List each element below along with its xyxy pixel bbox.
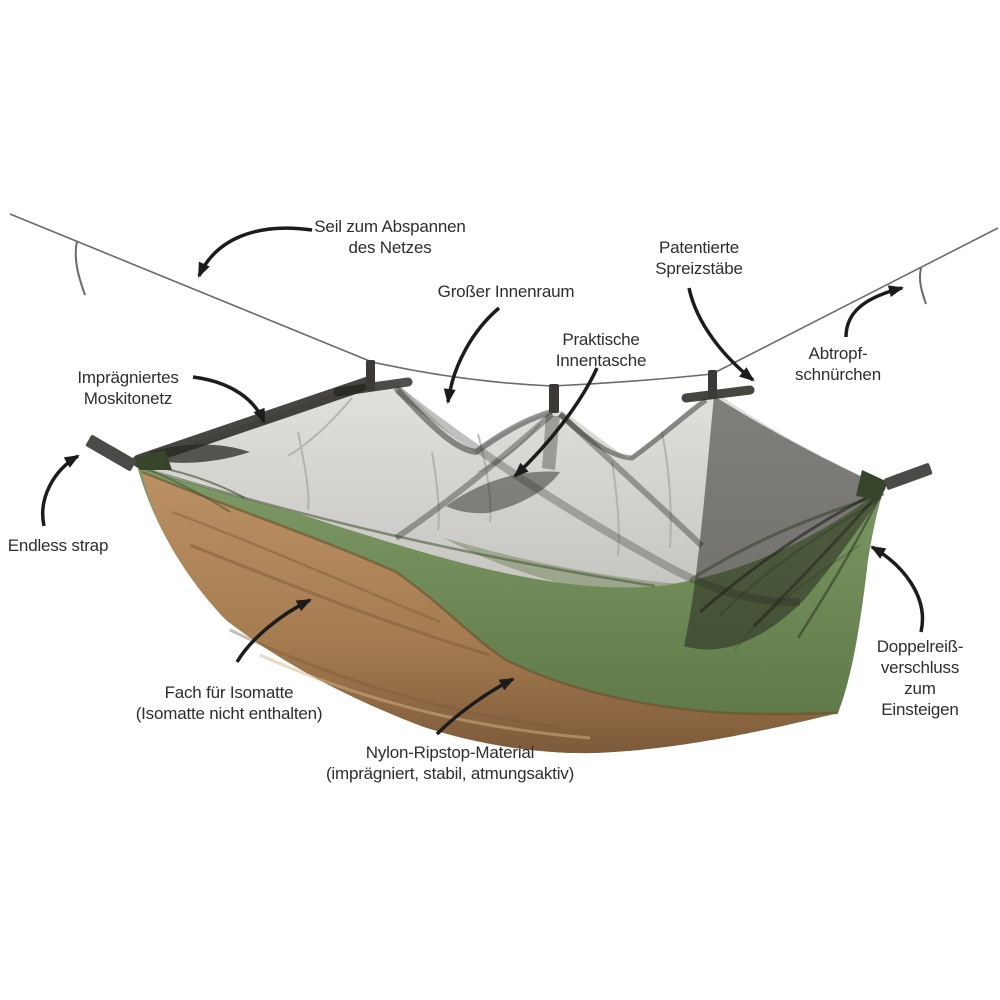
arrow-to-spreader-bar — [687, 287, 755, 382]
pocket-strap — [542, 416, 560, 470]
arrow-to-nylon-material — [435, 677, 515, 736]
arrow-to-rope — [197, 226, 313, 278]
gather-right — [856, 470, 888, 500]
arrow-to-endless-strap — [41, 454, 80, 527]
drip-cord-left — [74, 240, 86, 296]
ridge-rope — [371, 361, 713, 387]
label-praktische-innentasche: Praktische Innentasche — [555, 330, 647, 371]
drip-cord-right — [918, 267, 927, 305]
label-impraegniertes-moskitonetz: Imprägniertes Moskitonetz — [77, 368, 179, 409]
net-seethrough-green — [444, 506, 878, 598]
spreader-bar-left — [366, 360, 375, 391]
label-doppelreissverschluss: Doppelreiß- verschluss zum Einsteigen — [876, 637, 964, 720]
arrow-to-drip-cord — [844, 285, 904, 338]
end-straps — [85, 435, 933, 500]
net-swags — [393, 385, 801, 607]
label-endless-strap: Endless strap — [7, 536, 109, 555]
arrow-to-zipper — [870, 545, 925, 633]
arrow-to-pad-pocket — [235, 598, 312, 663]
net-bundle-left-end — [150, 444, 250, 463]
endless-strap — [85, 435, 137, 471]
spreader-bar-middle — [549, 384, 559, 413]
spreader-bar-right — [708, 370, 717, 399]
gather-left — [133, 450, 172, 470]
strap-right — [884, 463, 933, 490]
arrow-to-interior — [443, 306, 501, 404]
label-seil-zum-abspannen: Seil zum Abspannen des Netzes — [314, 217, 466, 258]
label-grosser-innenraum: Großer Innenraum — [437, 282, 575, 301]
suspension-ropes — [9, 213, 999, 387]
inner-pocket — [446, 471, 560, 514]
net-ridge-right — [681, 385, 755, 403]
annotation-arrows — [41, 226, 925, 736]
net-dark-mesh — [132, 376, 886, 650]
net-dense-right — [684, 396, 886, 650]
fabric-tan-panel — [142, 472, 838, 754]
arrow-to-mosquito-net — [192, 375, 266, 424]
arrow-to-inner-pocket — [513, 367, 599, 478]
label-nylon-ripstop: Nylon-Ripstop-Material (imprägniert, sta… — [325, 743, 575, 784]
label-patentierte-spreizstaebe: Patentierte Spreizstäbe — [655, 238, 743, 279]
suspension-rope-left — [9, 213, 373, 363]
net-fan-right — [699, 488, 884, 639]
suspension-rope-right — [711, 227, 999, 375]
spreader-bars — [366, 360, 717, 413]
label-abtropfschnuerchen: Abtropf- schnürchen — [795, 344, 881, 385]
label-fach-fuer-isomatte: Fach für Isomatte (Isomatte nicht enthal… — [135, 683, 323, 724]
